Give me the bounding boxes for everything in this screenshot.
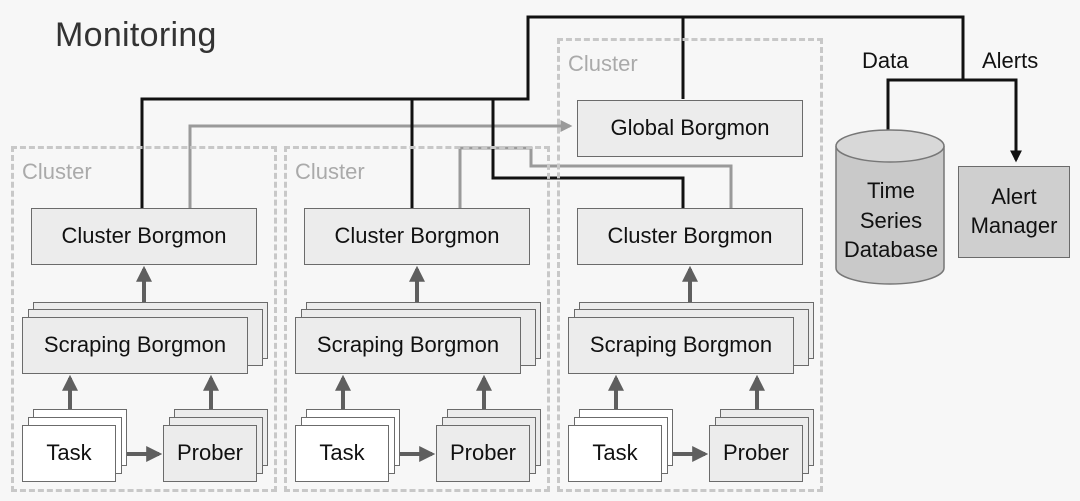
cluster-borgmon-label: Cluster Borgmon <box>334 223 500 249</box>
task-label: Task <box>319 440 365 466</box>
prober-label: Prober <box>722 440 790 466</box>
scraping-borgmon-label: Scraping Borgmon <box>589 332 773 358</box>
alert-manager-box: Alert Manager <box>958 166 1070 258</box>
cluster-borgmon-label: Cluster Borgmon <box>607 223 773 249</box>
alert-line-black <box>140 15 1022 208</box>
tsdb-label-line: Time <box>866 178 916 203</box>
cluster-container-1: Cluster <box>11 146 277 492</box>
cluster-borgmon-box: Cluster Borgmon <box>31 208 257 265</box>
task-box: Task <box>295 425 389 482</box>
page-title: Monitoring <box>55 16 217 54</box>
alert-manager-label: Alert Manager <box>970 184 1058 238</box>
prober-box: Prober <box>163 425 257 482</box>
scraping-borgmon-box: Scraping Borgmon <box>295 317 521 374</box>
global-borgmon-label: Global Borgmon <box>610 115 770 141</box>
prober-box: Prober <box>709 425 803 482</box>
cluster-container-2: Cluster <box>284 146 550 492</box>
task-label: Task <box>46 440 92 466</box>
cluster-label: Cluster <box>22 159 92 184</box>
global-borgmon-box: Global Borgmon <box>577 100 803 157</box>
task-label: Task <box>592 440 638 466</box>
scraping-borgmon-label: Scraping Borgmon <box>316 332 500 358</box>
scraping-borgmon-box: Scraping Borgmon <box>568 317 794 374</box>
scraping-borgmon-label: Scraping Borgmon <box>43 332 227 358</box>
feed-line-grey <box>188 120 573 208</box>
scraping-borgmon-box: Scraping Borgmon <box>22 317 248 374</box>
task-box: Task <box>568 425 662 482</box>
prober-label: Prober <box>176 440 244 466</box>
cluster-borgmon-label: Cluster Borgmon <box>61 223 227 249</box>
tsdb-label-line: Database <box>843 237 939 263</box>
cluster-label: Cluster <box>568 51 638 76</box>
prober-label: Prober <box>449 440 517 466</box>
cluster-borgmon-box: Cluster Borgmon <box>577 208 803 265</box>
cluster-borgmon-box: Cluster Borgmon <box>304 208 530 265</box>
task-box: Task <box>22 425 116 482</box>
database-cylinder <box>835 129 945 285</box>
data-label: Data <box>862 48 909 73</box>
tsdb-label-line: Series <box>859 207 923 233</box>
alert-line-black <box>491 99 685 208</box>
alerts-label: Alerts <box>982 48 1039 73</box>
cluster-container-3: Cluster <box>557 38 823 492</box>
prober-box: Prober <box>436 425 530 482</box>
data-line-black <box>882 78 963 143</box>
cluster-label: Cluster <box>295 159 365 184</box>
feed-line-grey <box>458 146 733 208</box>
